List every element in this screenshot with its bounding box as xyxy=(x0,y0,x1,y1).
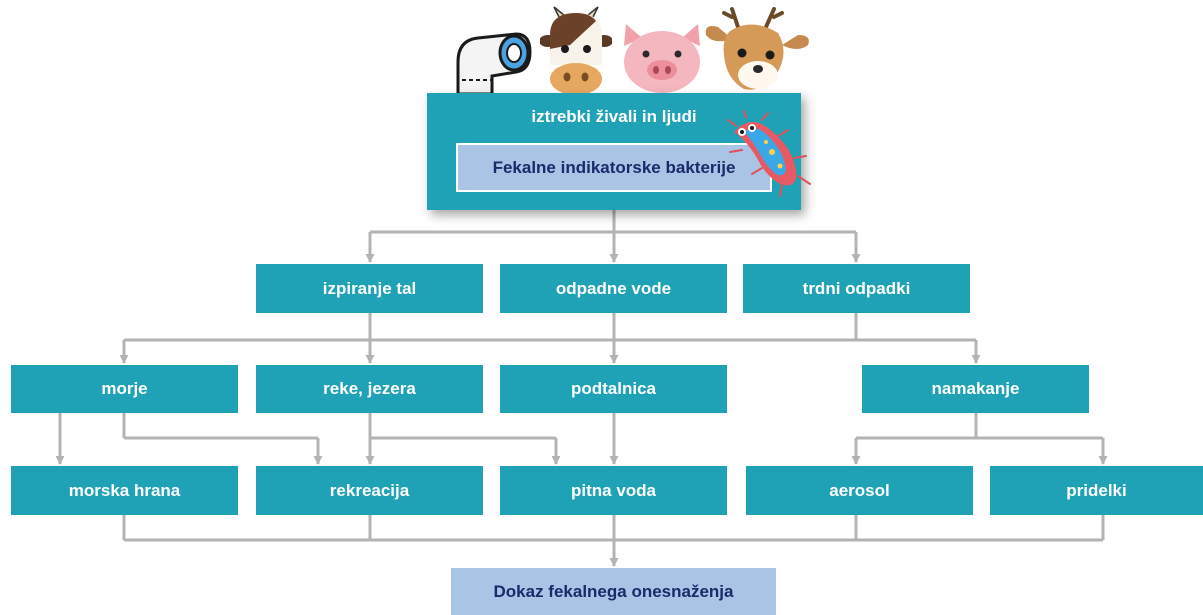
deer-icon xyxy=(705,7,809,90)
cow-icon xyxy=(540,6,612,95)
bacterium-icon xyxy=(727,110,811,197)
solid-waste-box: trdni odpadki xyxy=(743,264,970,313)
sea-box: morje xyxy=(11,365,238,413)
groundwater-box: podtalnica xyxy=(500,365,727,413)
crops-box: pridelki xyxy=(990,466,1203,515)
rivers-lakes-box: reke, jezera xyxy=(256,365,483,413)
irrigation-box: namakanje xyxy=(862,365,1089,413)
source-title: iztrebki živali in ljudi xyxy=(531,107,697,126)
aerosol-box: aerosol xyxy=(746,466,973,515)
soil-leaching-box: izpiranje tal xyxy=(256,264,483,313)
recreation-box: rekreacija xyxy=(256,466,483,515)
wastewater-box: odpadne vode xyxy=(500,264,727,313)
fecal-pollution-evidence-box: Dokaz fekalnega onesnaženja xyxy=(451,568,776,615)
toilet-paper-icon xyxy=(456,32,532,94)
drinking-water-box: pitna voda xyxy=(500,466,727,515)
pig-icon xyxy=(624,24,700,93)
seafood-box: morska hrana xyxy=(11,466,238,515)
